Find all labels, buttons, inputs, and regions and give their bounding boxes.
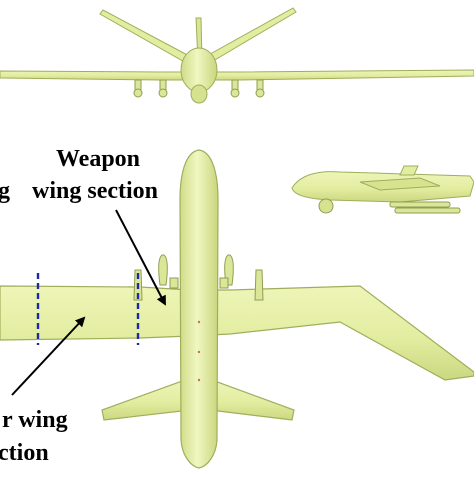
side-view <box>291 165 474 214</box>
weapon-label-line1: Weapon <box>56 146 141 172</box>
outer-label-line1: r wing <box>2 407 68 433</box>
top-view-fuselage <box>179 149 219 469</box>
side-view-wing-root <box>359 177 441 191</box>
top-view-stores <box>133 254 264 301</box>
front-view-wing <box>0 69 474 81</box>
weapon-section-arrow <box>115 209 166 306</box>
left-label-fragment: g <box>0 178 10 204</box>
weapon-label-line2: wing section <box>32 178 158 204</box>
top-view <box>0 149 474 469</box>
side-view-antenna <box>399 165 419 176</box>
front-view-stores <box>133 79 265 98</box>
outer-section-arrow <box>11 316 86 396</box>
front-view-tail-right <box>202 7 297 65</box>
side-view-sensor-ball <box>318 198 334 214</box>
outer-label-line2: ction <box>0 440 49 466</box>
side-view-stores <box>389 201 461 214</box>
front-view-tail-left <box>99 9 194 65</box>
front-view <box>0 7 474 104</box>
